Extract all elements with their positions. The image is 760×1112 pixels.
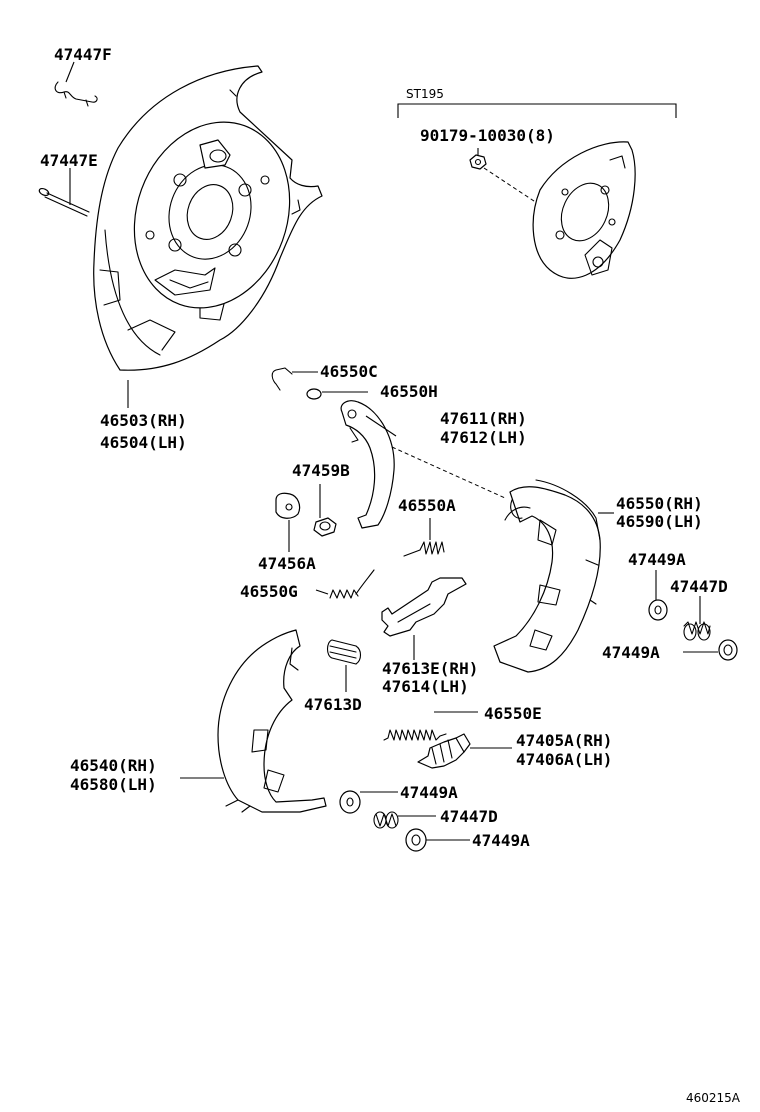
pin-47447E-part <box>38 168 90 217</box>
nut-90179-part <box>469 154 487 170</box>
label-47459B: 47459B <box>292 461 350 480</box>
label-47613D: 47613D <box>304 695 362 714</box>
label-47406A: 47406A(LH) <box>516 750 612 769</box>
shoe-46540-part <box>180 629 327 813</box>
label-46503: 46503(RH) <box>100 411 187 430</box>
label-47447D-bottom: 47447D <box>440 807 498 826</box>
label-47405A: 47405A(RH) <box>516 731 612 750</box>
retainer-47449A-lower-part <box>683 639 738 661</box>
label-47447D-upper: 47447D <box>670 577 728 596</box>
label-47449A-lower: 47449A <box>602 643 660 662</box>
diagram-reference-number: 460215A <box>686 1091 741 1105</box>
label-46550: 46550(RH) <box>616 494 703 513</box>
label-46590: 46590(LH) <box>616 512 703 531</box>
label-47447F: 47447F <box>54 45 112 64</box>
label-47449A-bottom1: 47449A <box>400 783 458 802</box>
lever-47611-part <box>340 400 506 529</box>
label-46550G: 46550G <box>240 582 298 601</box>
label-47614: 47614(LH) <box>382 677 469 696</box>
strut-47613E-part <box>381 577 467 660</box>
clip-47447F-part <box>54 81 98 107</box>
retainer-47449A-upper-part <box>648 570 668 621</box>
label-46540: 46540(RH) <box>70 756 157 775</box>
label-90179: 90179-10030(8) <box>420 126 555 145</box>
label-47611: 47611(RH) <box>440 409 527 428</box>
label-47613E: 47613E(RH) <box>382 659 478 678</box>
label-st195: ST195 <box>406 87 444 101</box>
spring-47613D-part <box>326 639 362 692</box>
clip-46550C-part <box>271 367 318 391</box>
label-47456A: 47456A <box>258 554 316 573</box>
spring-46550A-part <box>403 518 445 557</box>
shoe-46550-part <box>493 479 614 673</box>
pin-47459B-part <box>313 484 337 537</box>
label-47449A-upper: 47449A <box>628 550 686 569</box>
label-46504: 46504(LH) <box>100 433 187 452</box>
label-46550E: 46550E <box>484 704 542 723</box>
spring-46550G-part <box>315 569 375 599</box>
spring-47447D-bottom-part <box>373 811 436 829</box>
label-46550C: 46550C <box>320 362 378 381</box>
label-46550H: 46550H <box>380 382 438 401</box>
washer-46550H-part <box>306 388 368 400</box>
label-47449A-bottom2: 47449A <box>472 831 530 850</box>
spring-47447D-upper-part <box>683 596 711 641</box>
retainer-47449A-bottom1-part <box>339 790 398 814</box>
st195-group <box>397 103 677 279</box>
retainer-47449A-bottom2-part <box>405 828 470 852</box>
label-47612: 47612(LH) <box>440 428 527 447</box>
adjuster-47405A-part <box>417 733 512 769</box>
spring-46550E-part <box>383 711 478 741</box>
label-47447E: 47447E <box>40 151 98 170</box>
plate-47456A-part <box>275 492 301 552</box>
label-46550A: 46550A <box>398 496 456 515</box>
label-46580: 46580(LH) <box>70 775 157 794</box>
backing-plate-part <box>93 65 323 371</box>
